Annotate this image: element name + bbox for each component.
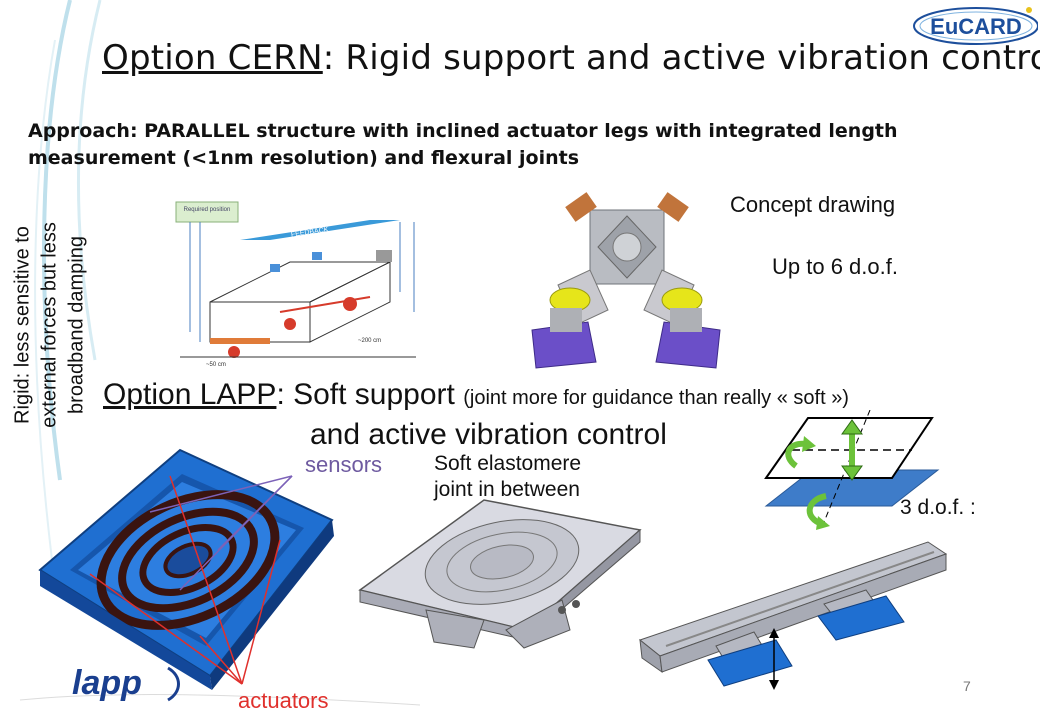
three-dof-label: 3 d.o.f. : — [900, 496, 976, 519]
required-position-label: Required position — [184, 207, 231, 213]
six-dof-label: Up to 6 d.o.f. — [772, 254, 898, 279]
actuators-label: actuators — [238, 688, 329, 713]
approach-text: Approach: PARALLEL structure with inclin… — [28, 120, 898, 169]
lapp-title-prefix: Option LAPP — [103, 378, 277, 411]
length-label: ~200 cm — [358, 338, 381, 344]
eucard-logo-text: EuCARD — [930, 14, 1022, 39]
soft-joint-line2: joint in between — [434, 478, 580, 501]
three-dof-diagram — [752, 410, 942, 532]
scale-label: ~50 cm — [206, 362, 226, 368]
title-rest: : Rigid support and active vibration con… — [322, 38, 1040, 78]
page-number: 7 — [963, 678, 971, 694]
elastomere-joint-render — [356, 490, 646, 650]
cern-schematic: Required position FEEDBACK ~50 cm ~200 c… — [170, 192, 426, 368]
lapp-logo-text: lapp — [72, 664, 142, 702]
concept-render — [528, 190, 724, 370]
lapp-title-line2: and active vibration control — [310, 418, 667, 451]
title-option-cern: Option CERN — [102, 38, 323, 78]
lapp-title-note: (joint more for guidance than really « s… — [463, 387, 849, 409]
slide-title: Option CERN: Rigid support and active vi… — [102, 38, 1040, 78]
blue-support-render — [30, 440, 340, 700]
side-note-text: Rigid: less sensitive to external forces… — [11, 222, 88, 428]
lapp-title: Option LAPP: Soft support (joint more fo… — [103, 378, 849, 412]
soft-joint-line1: Soft elastomere — [434, 452, 582, 475]
lapp-title-rest: : Soft support — [276, 378, 455, 411]
lapp-logo: lapp — [68, 662, 188, 704]
concept-drawing-label: Concept drawing — [730, 192, 896, 217]
side-note: Rigid: less sensitive to external forces… — [4, 190, 96, 460]
sensors-label: sensors — [305, 452, 383, 477]
eucard-logo: EuCARD — [906, 4, 1038, 48]
beam-support-render — [636, 536, 952, 690]
soft-joint-label: Soft elastomere joint in between — [434, 451, 581, 503]
